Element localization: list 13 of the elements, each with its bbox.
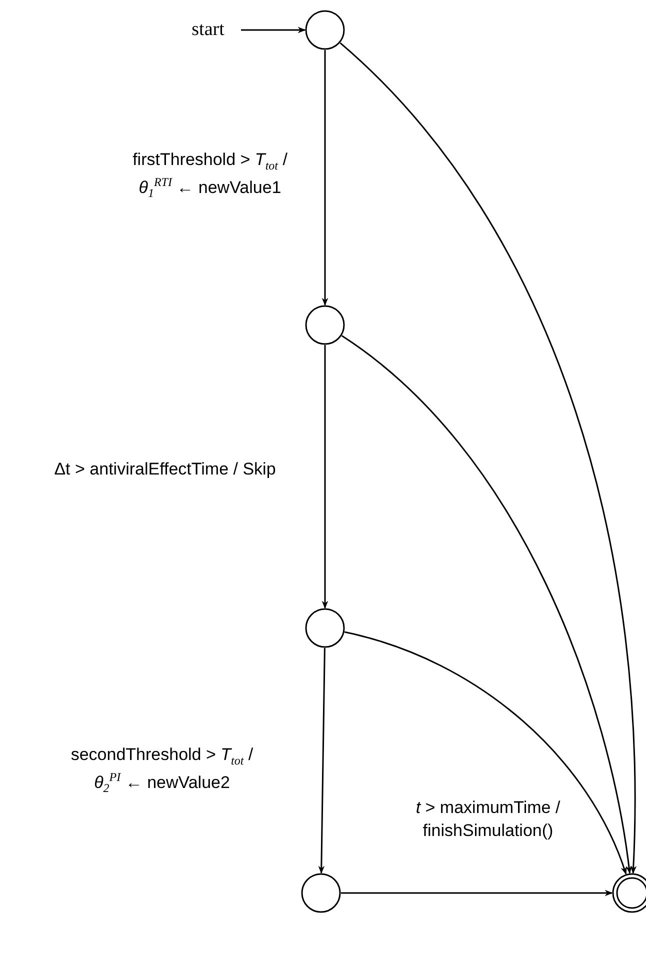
state-circle [301,873,341,913]
start-label: start [192,19,224,41]
state-circle [305,10,345,50]
state-circle [305,608,345,648]
transition-arrow [322,50,328,306]
transition-arrow [322,345,328,609]
transition-arrow [341,335,632,874]
transition-arrow [241,26,306,34]
state-circle [305,305,345,345]
transition-arrow [344,631,627,875]
transition-arrow [318,648,326,874]
transition-arrow [341,890,613,896]
transition-arrow [340,42,636,874]
